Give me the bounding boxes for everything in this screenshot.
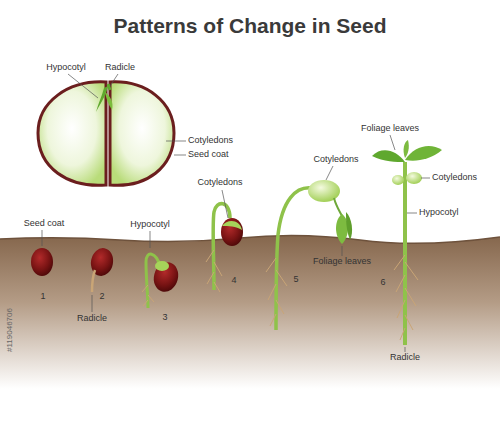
soil	[0, 235, 500, 427]
seedling-stages-part	[394, 255, 418, 340]
part-label: Seed coat	[188, 150, 229, 160]
leader-lines-part	[222, 190, 228, 218]
leader-lines-part	[326, 166, 333, 180]
leader-lines-part	[390, 135, 395, 150]
seedling-stages-part	[404, 140, 409, 158]
part-label: Foliage leaves	[361, 124, 419, 134]
part-label: Cotyledons	[432, 173, 477, 183]
seedling-stages-part	[222, 221, 242, 230]
seedling-stages-part	[155, 261, 169, 271]
seed-section-part	[105, 92, 113, 110]
seedling-stages-part	[334, 198, 342, 216]
stage-number: 4	[231, 276, 236, 286]
seedling-stages-part	[151, 259, 182, 294]
leader-lines-part	[42, 230, 43, 246]
seedling-stages-part	[206, 250, 222, 292]
seedling-stages-part	[89, 246, 116, 277]
leader-lines-part	[407, 213, 417, 214]
seedling-stages-part	[392, 175, 404, 185]
leader-lines-part	[421, 178, 430, 179]
leader-lines	[42, 74, 430, 352]
part-label: Hypocotyl	[46, 63, 86, 73]
leader-lines-part	[174, 155, 186, 156]
leader-lines-part	[166, 141, 186, 142]
seedling-stages-part	[406, 172, 422, 184]
seedling-stages-part	[266, 258, 287, 326]
part-label: Hypocotyl	[130, 220, 170, 230]
leader-lines-part	[342, 246, 343, 256]
leader-lines-part	[150, 231, 151, 248]
seed-section-part	[96, 86, 108, 112]
part-label: Seed coat	[24, 219, 65, 229]
seed-section-part	[110, 82, 174, 185]
diagram-title: Patterns of Change in Seed	[0, 14, 500, 38]
leader-lines-part	[405, 347, 406, 352]
leader-lines-part	[110, 74, 118, 86]
seedling-stages-part	[92, 270, 95, 292]
seedling-stages-part	[372, 150, 405, 162]
seedling-stages-part	[221, 218, 243, 246]
seedling-stages-part	[405, 146, 442, 161]
leader-lines-part	[92, 295, 93, 312]
part-label: Radicle	[77, 314, 107, 324]
stage-number: 6	[380, 278, 385, 288]
soil-part	[0, 235, 500, 427]
part-label: Radicle	[105, 63, 135, 73]
part-label: Cotyledons	[313, 155, 358, 165]
part-label: Cotyledons	[188, 136, 233, 146]
leader-lines-part	[68, 74, 98, 98]
seedling-stages-part	[142, 285, 154, 306]
watermark: #119046706	[6, 308, 15, 352]
stage-number: 2	[99, 292, 104, 302]
part-label: Radicle	[390, 353, 420, 363]
stage-number: 1	[40, 292, 45, 302]
seedling-stages	[31, 140, 442, 345]
seed-section-part	[38, 82, 106, 185]
seedling-stages-part	[31, 248, 53, 276]
part-label: Foliage leaves	[313, 257, 371, 267]
part-label: Cotyledons	[197, 178, 242, 188]
seedling-stages-part	[346, 212, 352, 240]
seed-section	[38, 82, 174, 185]
soil-part	[0, 235, 500, 243]
part-label: Hypocotyl	[419, 208, 459, 218]
seed-section-part	[108, 84, 110, 90]
stage-number: 5	[293, 275, 298, 285]
stage-number: 3	[162, 313, 167, 323]
